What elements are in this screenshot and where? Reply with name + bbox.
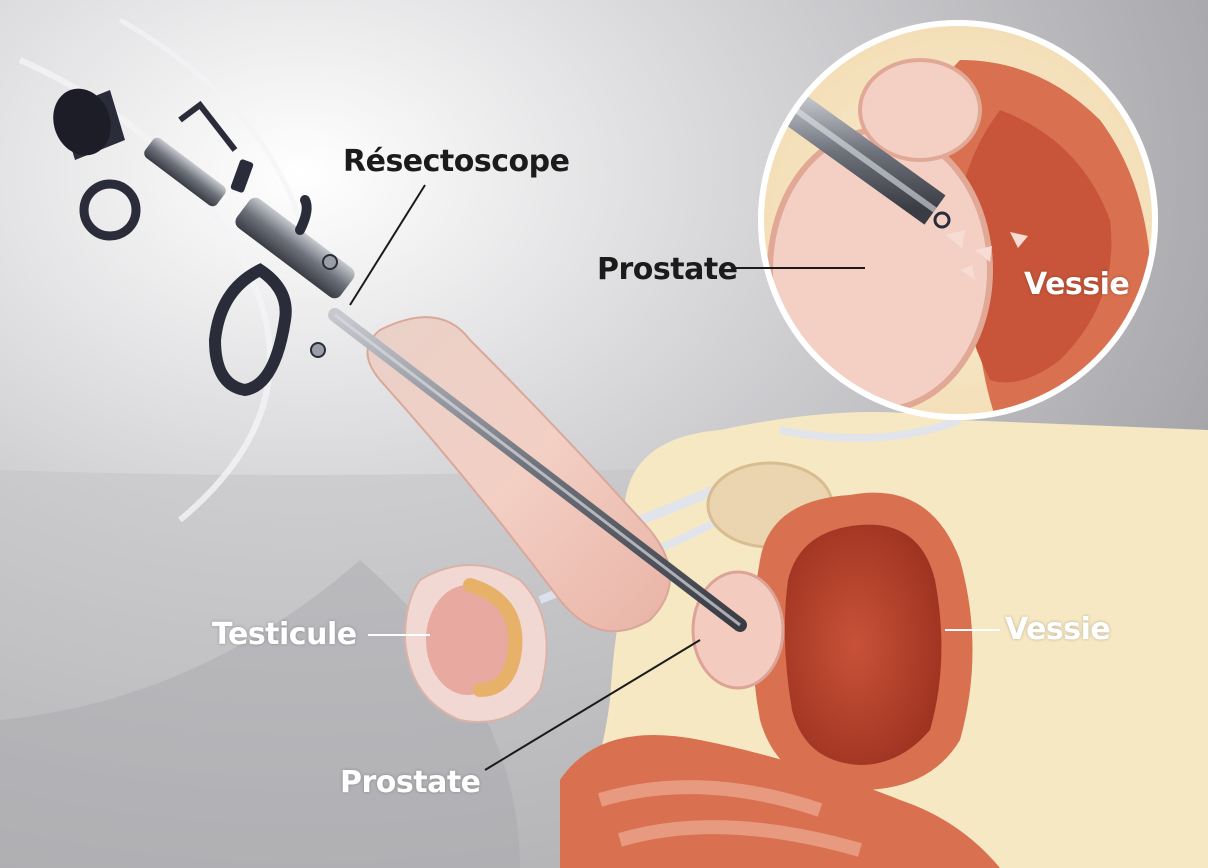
label-resectoscope: Résectoscope [343, 147, 569, 177]
bladder-lumen [785, 525, 942, 765]
label-prostate-inset: Prostate [597, 255, 738, 285]
label-vessie-inset: Vessie [1024, 270, 1129, 300]
label-prostate-main: Prostate [340, 768, 481, 798]
label-testicule: Testicule [212, 620, 357, 650]
label-vessie-main: Vessie [1005, 615, 1110, 645]
